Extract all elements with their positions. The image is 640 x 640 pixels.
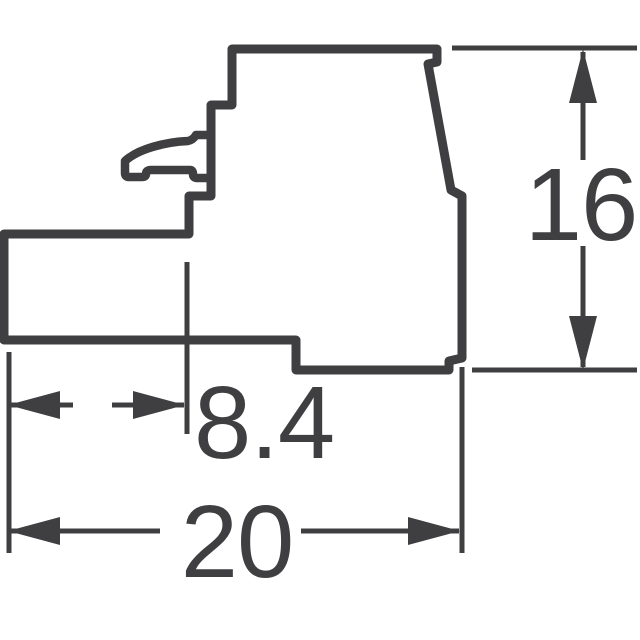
latch-outline: [120, 130, 216, 183]
dimension-offset: 8.4: [8, 365, 335, 480]
arrow-left-icon: [8, 517, 60, 545]
dim-offset-label: 8.4: [194, 365, 334, 480]
dim-width-label: 20: [181, 484, 294, 599]
arrow-up-icon: [569, 49, 597, 103]
dim-height-label: 16: [525, 147, 638, 262]
dimension-height: 16: [525, 49, 638, 370]
arrow-right-icon: [408, 517, 460, 545]
arrow-down-icon: [569, 316, 597, 370]
dimension-width: 20: [8, 484, 460, 599]
part-outline: [0, 44, 467, 375]
arrow-left-icon: [8, 391, 60, 419]
arrow-right-icon: [133, 391, 185, 419]
